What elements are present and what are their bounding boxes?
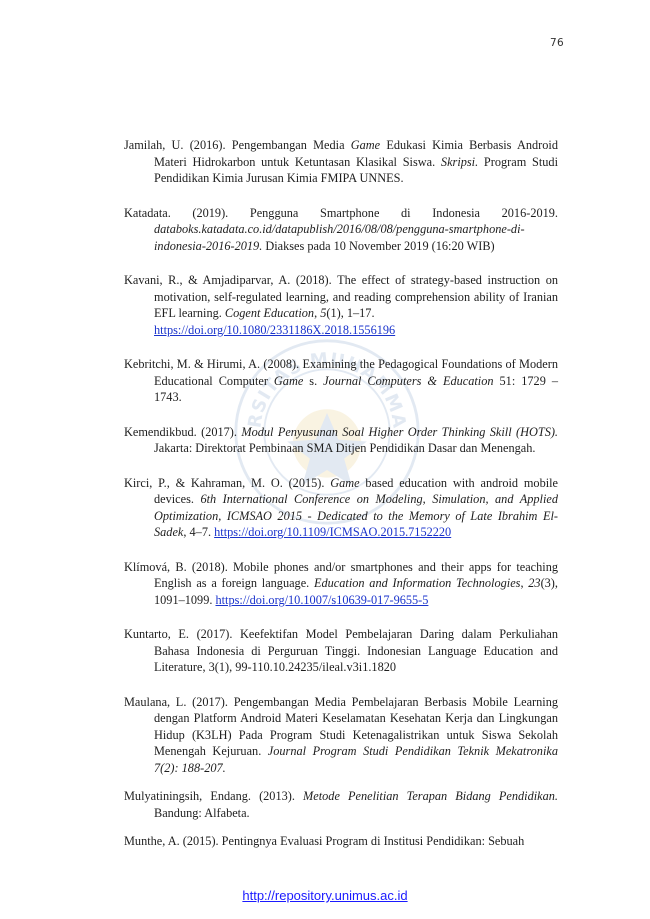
reference-entry: Munthe, A. (2015). Pentingnya Evaluasi P… (124, 834, 525, 848)
reference-list: Jamilah, U. (2016). Pengembangan Media G… (124, 137, 558, 868)
reference-entry: Maulana, L. (2017). Pengembangan Media P… (124, 694, 558, 775)
reference-entry: Kuntarto, E. (2017). Keefektifan Model P… (124, 627, 558, 674)
reference-entry: Kebritchi, M. & Hirumi, A. (2008). Exami… (124, 357, 558, 404)
reference-entry: Kirci, P., & Kahraman, M. O. (2015). Gam… (124, 475, 559, 540)
reference-entry: Klímová, B. (2018). Mobile phones and/or… (124, 559, 558, 607)
reference-entry: Jamilah, U. (2016). Pengembangan Media G… (124, 138, 558, 185)
reference-entry: Katadata. (2019). Pengguna Smartphone di… (124, 205, 558, 253)
university-seal-watermark: UNIVERSITAS MUHAMMADIYAH (232, 337, 420, 525)
reference-entry: Kemendikbud. (2017). Modul Penyusunan So… (124, 424, 559, 456)
repository-footer-link[interactable]: http://repository.unimus.ac.id (242, 888, 408, 903)
doi-link[interactable]: https://doi.org/10.1080/2331186X.2018.15… (154, 322, 396, 337)
reference-entry: Kavani, R., & Amjadiparvar, A. (2018). T… (124, 273, 558, 337)
doi-link[interactable]: https://doi.org/10.1109/ICMSAO.2015.7152… (214, 525, 452, 539)
doi-link[interactable]: https://doi.org/10.1007/s10639-017-9655-… (215, 592, 429, 607)
page-number: 76 (550, 37, 564, 49)
reference-entry: Mulyatiningsih, Endang. (2013). Metode P… (124, 789, 558, 820)
